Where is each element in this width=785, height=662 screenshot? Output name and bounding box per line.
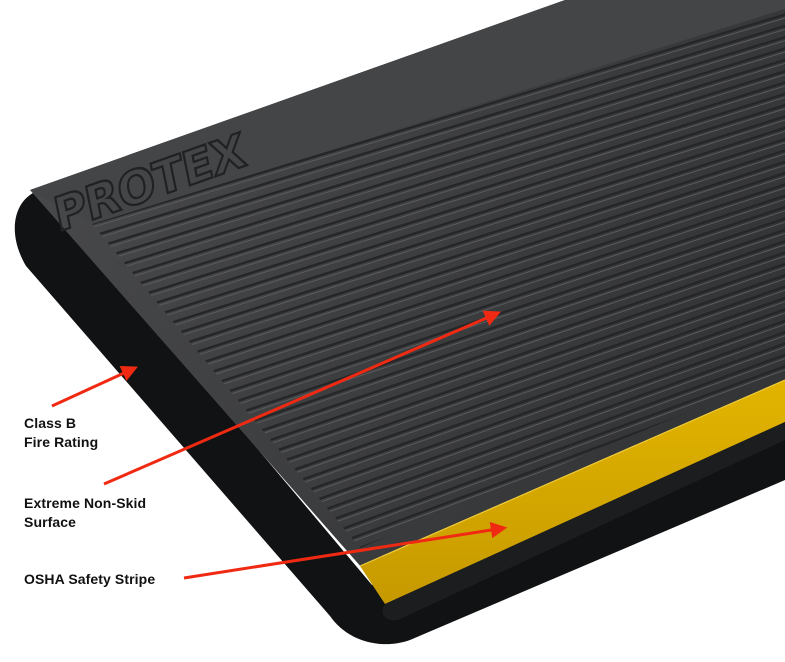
groove-line: [327, 329, 785, 510]
groove-line: [180, 126, 785, 334]
groove-highlight: [109, 29, 785, 248]
groove-line: [335, 341, 785, 520]
osha-safety-stripe: [360, 380, 785, 604]
groove-line: [205, 160, 785, 363]
tread-back-band: [30, 0, 785, 224]
groove-line: [221, 183, 785, 383]
fire-rating-arrow: [51, 365, 139, 408]
non-skid-arrow: [103, 310, 502, 486]
groove-highlight: [206, 164, 785, 366]
safety-stripe-callout: OSHA Safety Stripe: [24, 570, 155, 589]
groove-highlight: [125, 51, 785, 267]
groove-line: [310, 307, 785, 491]
groove-line: [254, 228, 785, 422]
groove-highlight: [336, 344, 785, 523]
groove-highlight: [214, 175, 785, 375]
groove-highlight: [230, 198, 785, 395]
groove-highlight: [165, 108, 785, 317]
groove-line: [132, 59, 785, 275]
groove-line: [286, 273, 785, 461]
groove-highlight: [312, 311, 785, 493]
non-skid-callout: Extreme Non-Skid Surface: [24, 494, 146, 532]
groove-highlight: [320, 322, 785, 503]
groove-line: [245, 217, 785, 412]
groove-line: [278, 262, 785, 451]
groove-highlight: [133, 63, 785, 277]
groove-highlight: [149, 85, 785, 297]
groove-highlight: [222, 187, 785, 385]
groove-line: [148, 81, 785, 294]
groove-line: [229, 194, 785, 393]
safety-stripe-arrow: [183, 521, 508, 580]
groove-highlight: [174, 119, 785, 326]
groove-highlight: [100, 17, 785, 238]
groove-highlight: [279, 266, 785, 454]
groove-line: [164, 104, 785, 314]
groove-line: [294, 284, 785, 471]
tread-nosing: [14, 190, 785, 645]
groove-highlight: [190, 141, 785, 346]
groove-highlight: [303, 299, 785, 483]
groove-line: [92, 9, 785, 226]
groove-line: [99, 14, 785, 235]
groove-line: [197, 149, 785, 353]
groove-line: [156, 93, 785, 304]
non-skid-label-line1: Extreme Non-Skid: [24, 495, 147, 511]
groove-line: [189, 138, 785, 343]
groove-line: [318, 318, 785, 501]
groove-line: [270, 250, 785, 442]
groove-highlight: [328, 333, 785, 513]
groove-line: [237, 205, 785, 402]
fire-rating-label-line2: Fire Rating: [24, 434, 99, 450]
groove-highlight: [239, 209, 785, 405]
groove-line: [172, 115, 785, 324]
groove-line: [116, 36, 785, 255]
groove-line: [302, 295, 785, 481]
groove-highlight: [255, 232, 785, 425]
groove-line: [140, 70, 785, 285]
safety-stripe-label: OSHA Safety Stripe: [24, 571, 156, 587]
groove-highlight: [287, 277, 785, 464]
groove-highlight: [141, 74, 785, 287]
groove-highlight: [92, 9, 785, 228]
groove-highlight: [263, 243, 785, 434]
groove-highlight: [295, 288, 785, 474]
groove-highlight: [117, 40, 785, 258]
non-skid-label-line2: Surface: [24, 514, 77, 530]
groove-line: [262, 239, 785, 432]
fire-rating-label-line1: Class B: [24, 415, 77, 431]
groove-highlight: [198, 153, 785, 356]
nosing-edge: [382, 422, 785, 621]
groove-line: [343, 352, 785, 530]
stripe-edge-highlight: [359, 379, 785, 567]
groove-highlight: [157, 96, 785, 307]
fire-rating-callout: Class B Fire Rating: [24, 414, 98, 452]
groove-line: [124, 47, 785, 265]
groove-highlight: [182, 130, 785, 336]
groove-line: [107, 25, 785, 245]
groove-line: [213, 171, 785, 373]
groove-highlight: [271, 254, 785, 444]
groove-highlight: [344, 356, 785, 533]
non-skid-grooves: [92, 9, 785, 548]
